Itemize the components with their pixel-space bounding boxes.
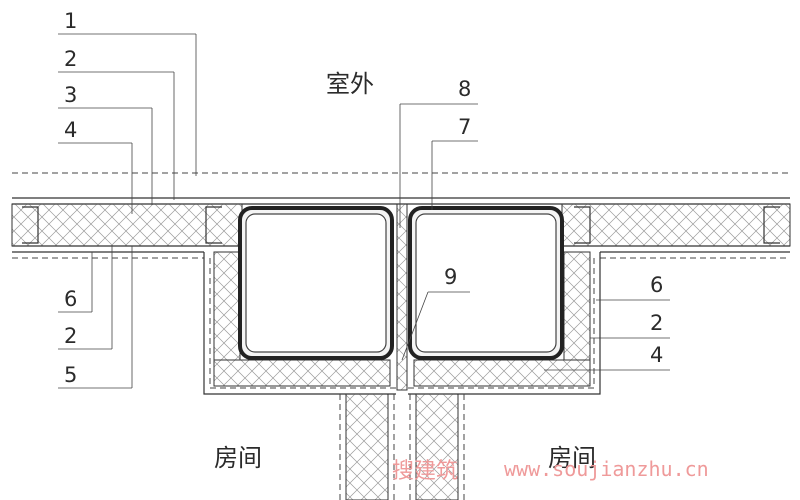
callout-3: 3 xyxy=(64,83,77,107)
stud-left-b xyxy=(205,206,222,244)
steel-column-right-inner xyxy=(415,213,557,353)
encasement-right-dashed xyxy=(408,258,595,389)
side-insulation-right xyxy=(563,251,591,361)
callout-1: 1 xyxy=(64,9,77,33)
stud-right-a xyxy=(574,206,591,244)
stud-left-a xyxy=(22,206,39,244)
callout-r2: 2 xyxy=(650,311,663,335)
encasement-left xyxy=(203,252,396,395)
callout-7: 7 xyxy=(458,115,471,139)
label-room-right: 房间 xyxy=(548,444,596,472)
label-outdoor: 室外 xyxy=(326,70,374,98)
callout-8: 8 xyxy=(458,77,471,101)
bottom-insulation-left xyxy=(213,359,391,387)
encasement-right xyxy=(408,252,601,395)
bottom-insulation-right xyxy=(413,359,591,387)
side-insulation-left xyxy=(213,251,241,361)
center-joint xyxy=(396,203,408,391)
partition-left xyxy=(345,393,389,500)
partition-right xyxy=(415,393,459,500)
label-room-left: 房间 xyxy=(214,444,262,472)
callout-6: 6 xyxy=(64,287,77,311)
callout-2b: 2 xyxy=(64,324,77,348)
insulation-band-right xyxy=(561,203,791,247)
callout-4: 4 xyxy=(64,118,77,142)
leader-9-diag xyxy=(401,291,429,361)
watermark-cn: 搜建筑 xyxy=(392,459,458,484)
callout-r6: 6 xyxy=(650,273,663,297)
stud-right-b xyxy=(763,206,780,244)
encasement-left-dashed xyxy=(209,258,396,389)
callout-2: 2 xyxy=(64,47,77,71)
callout-r4: 4 xyxy=(650,343,663,367)
watermark-url: www.soujianzhu.cn xyxy=(504,457,709,481)
callout-5: 5 xyxy=(64,363,77,387)
callout-9: 9 xyxy=(444,265,457,289)
insulation-band-left xyxy=(11,203,243,247)
steel-column-left-inner xyxy=(245,213,387,353)
